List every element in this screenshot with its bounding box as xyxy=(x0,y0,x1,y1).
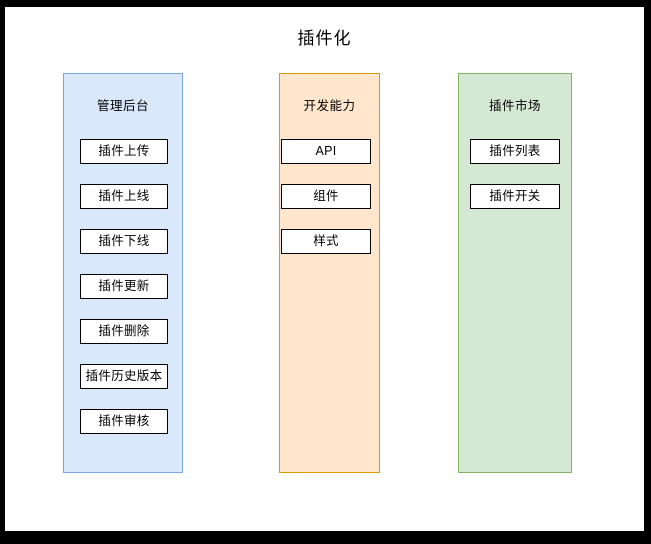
item-label: 插件下线 xyxy=(98,234,150,249)
diagram-canvas: 插件化 管理后台 插件上传 插件上线 插件下线 插件更新 插件删除 插件历史版本… xyxy=(5,7,644,531)
column-header-development-capability: 开发能力 xyxy=(303,99,356,113)
item-plugin-upload[interactable]: 插件上传 xyxy=(80,139,168,164)
page-title: 插件化 xyxy=(297,29,352,48)
item-label: 插件开关 xyxy=(489,189,541,204)
item-plugin-audit[interactable]: 插件审核 xyxy=(80,409,168,434)
column-header-admin-backend: 管理后台 xyxy=(96,99,149,113)
column-development-capability[interactable]: 开发能力 API 组件 样式 xyxy=(279,73,380,473)
column-plugin-market[interactable]: 插件市场 插件列表 插件开关 xyxy=(458,73,572,473)
item-label: 插件列表 xyxy=(489,144,541,159)
item-label: 插件上传 xyxy=(98,144,150,159)
item-label: API xyxy=(315,144,337,159)
item-plugin-list[interactable]: 插件列表 xyxy=(470,139,560,164)
item-plugin-delete[interactable]: 插件删除 xyxy=(80,319,168,344)
item-style[interactable]: 样式 xyxy=(281,229,371,254)
item-plugin-publish[interactable]: 插件上线 xyxy=(80,184,168,209)
item-api[interactable]: API xyxy=(281,139,371,164)
item-plugin-unpublish[interactable]: 插件下线 xyxy=(80,229,168,254)
item-label: 插件删除 xyxy=(98,324,150,339)
column-admin-backend[interactable]: 管理后台 插件上传 插件上线 插件下线 插件更新 插件删除 插件历史版本 插件审… xyxy=(63,73,183,473)
item-label: 插件上线 xyxy=(98,189,150,204)
item-plugin-switch[interactable]: 插件开关 xyxy=(470,184,560,209)
column-header-plugin-market: 插件市场 xyxy=(488,99,541,113)
item-label: 样式 xyxy=(313,234,339,249)
item-label: 插件更新 xyxy=(98,279,150,294)
item-label: 组件 xyxy=(313,189,339,204)
item-component[interactable]: 组件 xyxy=(281,184,371,209)
item-plugin-update[interactable]: 插件更新 xyxy=(80,274,168,299)
item-plugin-history-version[interactable]: 插件历史版本 xyxy=(80,364,168,389)
item-label: 插件审核 xyxy=(98,414,150,429)
item-label: 插件历史版本 xyxy=(85,369,163,384)
